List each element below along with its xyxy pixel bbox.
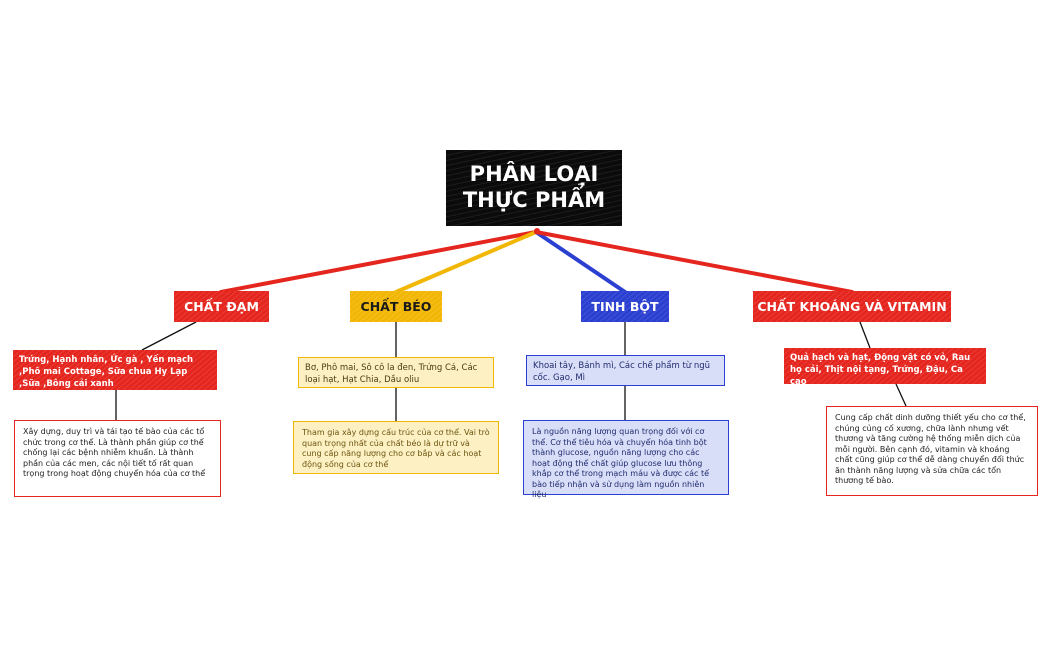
root-anchor xyxy=(534,228,540,234)
description-chat-beo[interactable]: Tham gia xây dựng cấu trúc của cơ thể. V… xyxy=(293,421,499,474)
root-title-line-1: PHÂN LOẠI xyxy=(469,162,599,186)
branch-tinh-bot[interactable]: TINH BỘT xyxy=(581,291,669,322)
root-title-line-2: THỰC PHẨM xyxy=(462,188,606,212)
branch-chat-beo[interactable]: CHẤT BÉO xyxy=(350,291,442,322)
root-topic[interactable]: PHÂN LOẠI THỰC PHẨM xyxy=(446,150,622,226)
description-chat-dam[interactable]: Xây dựng, duy trì và tái tạo tế bào của … xyxy=(14,420,221,497)
link-dam-examples xyxy=(141,321,197,351)
examples-tinh-bot[interactable]: Khoai tây, Bánh mì, Các chế phẩm từ ngũ … xyxy=(526,355,725,386)
link-kv-examples xyxy=(859,321,871,349)
link-root-chat-dam xyxy=(219,230,538,294)
link-root-khoang-vitamin xyxy=(534,230,854,294)
description-tinh-bot[interactable]: Là nguồn năng lượng quan trọng đối với c… xyxy=(523,420,729,499)
link-kv-desc xyxy=(895,383,907,407)
examples-chat-dam[interactable]: Trứng, Hạnh nhân, Ức gà , Yến mạch ,Phô … xyxy=(13,350,217,390)
branch-chat-dam[interactable]: CHẤT ĐẠM xyxy=(174,291,269,322)
link-root-chat-beo xyxy=(394,230,538,294)
link-root-tinh-bot xyxy=(534,230,627,294)
description-khoang-vitamin[interactable]: Cung cấp chất dinh dưỡng thiết yếu cho c… xyxy=(826,406,1038,496)
branch-khoang-vitamin[interactable]: CHẤT KHOÁNG VÀ VITAMIN xyxy=(753,291,951,322)
examples-chat-beo[interactable]: Bơ, Phô mai, Sô cô la đen, Trứng Cá, Các… xyxy=(298,357,494,388)
examples-khoang-vitamin[interactable]: Quả hạch và hạt, Động vật có vỏ, Rau họ … xyxy=(784,348,986,387)
